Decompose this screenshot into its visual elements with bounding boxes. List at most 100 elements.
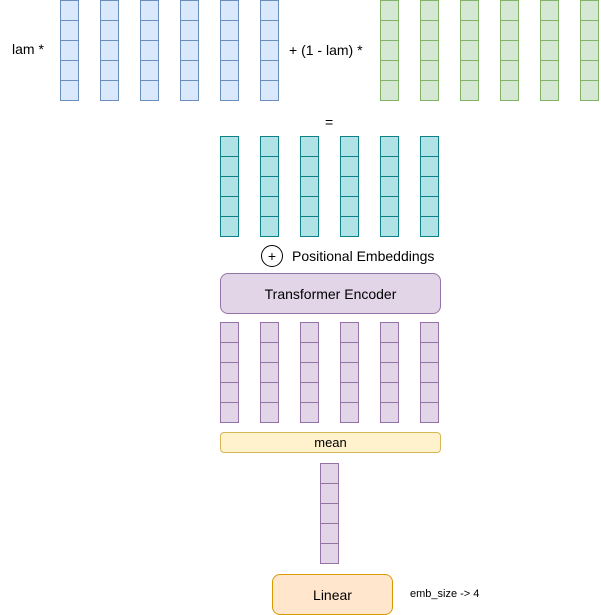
embedding-cell bbox=[261, 1, 278, 21]
embedding-cell bbox=[261, 323, 278, 343]
encoded-embedding-column bbox=[260, 322, 279, 423]
embedding-cell bbox=[421, 217, 438, 236]
embedding-cell bbox=[381, 217, 398, 236]
embedding-cell bbox=[461, 61, 478, 81]
embedding-cell bbox=[341, 343, 358, 363]
embedding-cell bbox=[501, 41, 518, 61]
embedding-cell bbox=[141, 1, 158, 21]
embedding-cell bbox=[381, 177, 398, 197]
embedding-cell bbox=[181, 61, 198, 81]
transformer-encoder-label: Transformer Encoder bbox=[264, 285, 397, 302]
embedding-cell bbox=[181, 1, 198, 21]
embedding-cell bbox=[581, 61, 598, 81]
embedding-cell bbox=[341, 157, 358, 177]
embedding-cell bbox=[381, 363, 398, 383]
embedding-cell bbox=[501, 61, 518, 81]
embedding-cell bbox=[421, 403, 438, 422]
embedding-cell bbox=[381, 323, 398, 343]
encoded-embedding-column bbox=[380, 322, 399, 423]
green-embedding-column bbox=[540, 0, 559, 101]
embedding-cell bbox=[421, 61, 438, 81]
embedding-cell bbox=[321, 464, 338, 484]
embedding-cell bbox=[101, 21, 118, 41]
embedding-cell bbox=[221, 137, 238, 157]
embedding-cell bbox=[421, 41, 438, 61]
embedding-cell bbox=[221, 323, 238, 343]
embedding-cell bbox=[421, 383, 438, 403]
embedding-cell bbox=[421, 1, 438, 21]
embedding-cell bbox=[421, 177, 438, 197]
embedding-cell bbox=[61, 21, 78, 41]
embedding-cell bbox=[421, 157, 438, 177]
embedding-cell bbox=[341, 383, 358, 403]
embedding-cell bbox=[221, 21, 238, 41]
embedding-cell bbox=[381, 21, 398, 41]
green-embedding-column bbox=[500, 0, 519, 101]
embedding-cell bbox=[541, 1, 558, 21]
embedding-cell bbox=[381, 41, 398, 61]
embedding-cell bbox=[341, 137, 358, 157]
embedding-cell bbox=[61, 61, 78, 81]
embedding-cell bbox=[101, 1, 118, 21]
embedding-cell bbox=[261, 217, 278, 236]
embedding-cell bbox=[341, 197, 358, 217]
embedding-cell bbox=[141, 21, 158, 41]
embedding-cell bbox=[101, 81, 118, 100]
embedding-cell bbox=[261, 137, 278, 157]
embedding-cell bbox=[541, 61, 558, 81]
encoded-embedding-column bbox=[300, 322, 319, 423]
embedding-cell bbox=[501, 81, 518, 100]
blue-embedding-column bbox=[260, 0, 279, 101]
embedding-cell bbox=[301, 323, 318, 343]
blue-embedding-column bbox=[60, 0, 79, 101]
mixed-embedding-column bbox=[260, 136, 279, 237]
embedding-cell bbox=[341, 363, 358, 383]
embedding-cell bbox=[181, 41, 198, 61]
embedding-cell bbox=[381, 137, 398, 157]
embedding-cell bbox=[261, 21, 278, 41]
mixed-embedding-column bbox=[420, 136, 439, 237]
embedding-cell bbox=[581, 1, 598, 21]
embedding-cell bbox=[301, 383, 318, 403]
embedding-cell bbox=[381, 403, 398, 422]
encoded-embedding-column bbox=[220, 322, 239, 423]
mixed-embedding-column bbox=[380, 136, 399, 237]
encoded-embedding-column bbox=[420, 322, 439, 423]
encoded-embedding-column bbox=[340, 322, 359, 423]
embedding-cell bbox=[301, 197, 318, 217]
embedding-cell bbox=[221, 403, 238, 422]
linear-label: Linear bbox=[313, 586, 352, 603]
embedding-cell bbox=[141, 81, 158, 100]
embedding-cell bbox=[381, 1, 398, 21]
embedding-cell bbox=[301, 137, 318, 157]
embedding-cell bbox=[261, 383, 278, 403]
embedding-cell bbox=[381, 61, 398, 81]
embedding-cell bbox=[341, 323, 358, 343]
embedding-cell bbox=[461, 1, 478, 21]
mean-box: mean bbox=[220, 432, 441, 453]
embedding-cell bbox=[261, 81, 278, 100]
embedding-cell bbox=[341, 177, 358, 197]
embedding-cell bbox=[421, 81, 438, 100]
embedding-cell bbox=[221, 61, 238, 81]
embedding-cell bbox=[461, 21, 478, 41]
embedding-cell bbox=[501, 21, 518, 41]
embedding-cell bbox=[221, 383, 238, 403]
green-embedding-column bbox=[380, 0, 399, 101]
transformer-encoder-box: Transformer Encoder bbox=[220, 273, 441, 314]
embedding-cell bbox=[61, 1, 78, 21]
embedding-cell bbox=[421, 137, 438, 157]
embedding-cell bbox=[221, 217, 238, 236]
embedding-cell bbox=[541, 81, 558, 100]
embedding-cell bbox=[181, 81, 198, 100]
blue-embedding-column bbox=[140, 0, 159, 101]
positional-embeddings-label: Positional Embeddings bbox=[292, 248, 435, 264]
mixed-embedding-column bbox=[300, 136, 319, 237]
green-embedding-column bbox=[580, 0, 599, 101]
embedding-cell bbox=[261, 177, 278, 197]
embedding-cell bbox=[221, 363, 238, 383]
embedding-cell bbox=[541, 21, 558, 41]
embedding-cell bbox=[61, 81, 78, 100]
embedding-cell bbox=[381, 343, 398, 363]
